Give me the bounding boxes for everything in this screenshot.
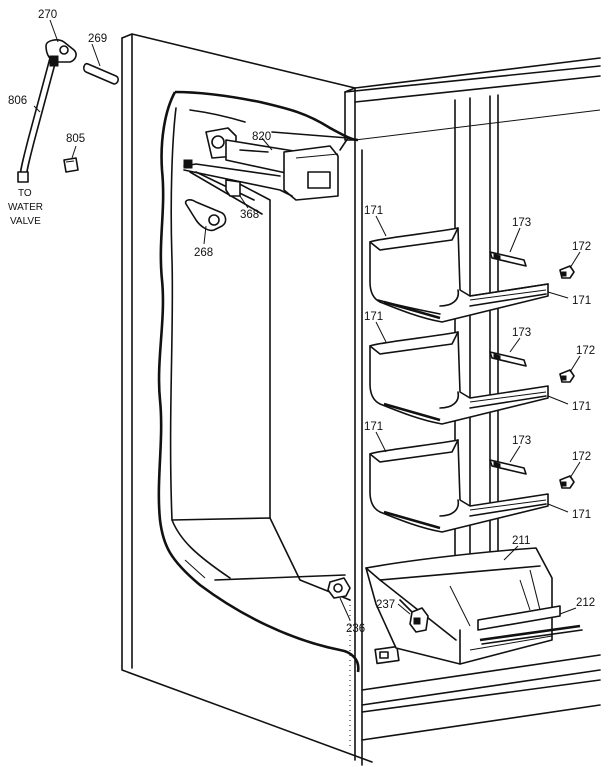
leader-lines — [33, 19, 581, 621]
label-171-lower: 171 — [364, 421, 383, 433]
shelf-171-lower — [369, 439, 549, 533]
support-173-top — [489, 251, 527, 267]
icemaker-820 — [183, 127, 349, 215]
bracket-368 — [225, 179, 241, 197]
label-820: 820 — [252, 131, 271, 143]
water-supply-line — [17, 57, 57, 183]
part-labels: 270 269 806 805 TO WATER VALVE 820 368 2… — [8, 9, 595, 635]
cap-172-lower — [559, 475, 575, 489]
clip-805 — [63, 157, 79, 173]
cap-172-middle — [559, 369, 575, 383]
cabinet-shell — [121, 33, 601, 766]
label-water: WATER — [8, 202, 43, 213]
label-805: 805 — [66, 133, 85, 145]
label-269: 269 — [88, 33, 107, 45]
tube-269 — [83, 62, 119, 85]
label-270: 270 — [38, 9, 57, 21]
label-valve: VALVE — [10, 216, 41, 227]
label-171-top: 171 — [364, 205, 383, 217]
label-171-lower-right: 171 — [572, 509, 591, 521]
label-212: 212 — [576, 597, 595, 609]
label-268: 268 — [194, 247, 213, 259]
cap-172-top — [559, 265, 575, 279]
label-236: 236 — [346, 623, 365, 635]
roller-237 — [399, 599, 429, 633]
label-172-top: 172 — [572, 241, 591, 253]
support-173-lower — [489, 459, 527, 475]
label-237: 237 — [376, 599, 395, 611]
label-173-lower: 173 — [512, 435, 531, 447]
label-172-lower: 172 — [572, 451, 591, 463]
label-172-middle: 172 — [576, 345, 595, 357]
label-171-middle: 171 — [364, 311, 383, 323]
thermostat-268 — [184, 199, 227, 232]
water-fitting-270 — [45, 39, 77, 67]
inner-liner — [157, 90, 360, 673]
label-173-middle: 173 — [512, 327, 531, 339]
label-368: 368 — [240, 209, 259, 221]
bin-211 — [365, 547, 583, 665]
label-171-middle-right: 171 — [572, 401, 591, 413]
shelf-171-middle — [369, 331, 549, 425]
shelf-171-top — [369, 227, 549, 323]
label-171-top-right: 171 — [572, 295, 591, 307]
label-806: 806 — [8, 95, 27, 107]
label-173-top: 173 — [512, 217, 531, 229]
support-173-middle — [489, 351, 527, 367]
label-to: TO — [18, 188, 32, 199]
roller-236 — [327, 577, 351, 599]
label-211: 211 — [512, 535, 530, 547]
